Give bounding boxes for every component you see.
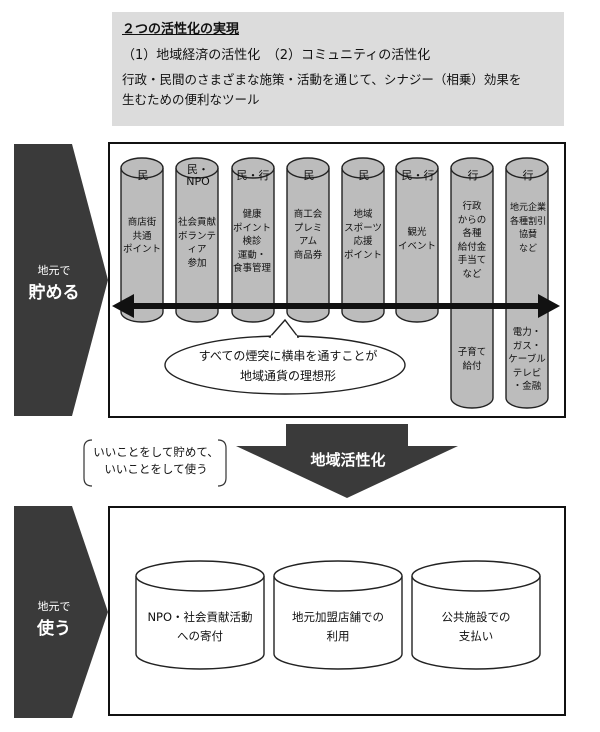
- header-box: ２つの活性化の実現 （1）地域経済の活性化 （2）コミュニティの活性化 行政・民…: [112, 12, 564, 126]
- pillar-3-type: 民・行: [236, 169, 270, 182]
- pillar-7-bottom-text: 子育て 給付: [457, 347, 487, 372]
- left-chevron-bottom: [14, 506, 108, 718]
- header-title: ２つの活性化の実現: [122, 22, 240, 37]
- pillar-8-text: 地元企業 各種割引 協賛 など: [509, 203, 546, 254]
- pillars-graphic: [112, 157, 560, 409]
- pillar-5-text: 地域 スポーツ 応援 ポイント: [343, 209, 382, 261]
- pillar-8-bottom-text: 電力・ ガス・ ケーブル テレビ ・金融: [508, 327, 546, 392]
- spending-panel: [108, 506, 566, 716]
- pillar-1-text: 商店街 共通 ポイント: [122, 217, 161, 255]
- down-arrow: [236, 424, 458, 498]
- pillar-4-type: 民: [303, 169, 315, 182]
- bubble-text: すべての煙突に横串を通すことが 地域通貨の理想形: [198, 349, 378, 383]
- cylinder-3-text: 公共施設での 支払い: [441, 610, 511, 643]
- pillar-7-type: 行: [467, 169, 479, 182]
- cylinder-2-text: 地元加盟店舗での 利用: [292, 610, 384, 643]
- pillar-8-type: 行: [522, 169, 534, 182]
- save-label-small: 地元で: [37, 264, 71, 277]
- header-subtitle: （1）地域経済の活性化 （2）コミュニティの活性化: [122, 48, 431, 63]
- pillar-7-text: 行政 からの 各種 給付金 手当て など: [457, 201, 487, 280]
- header-desc-line1: 行政・民間のさまざまな施策・活動を通じて、シナジー（相乗）効果を: [122, 72, 522, 87]
- pillar-3-text: 健康 ポイント 検診 運動・ 食事管理: [232, 209, 271, 274]
- save-label-big: 貯める: [28, 283, 80, 303]
- pillar-4-text: 商工会 プレミ アム 商品券: [293, 209, 323, 261]
- pillar-2-type: 民・ NPO: [186, 163, 210, 188]
- pillar-6-type: 民・行: [401, 169, 435, 182]
- left-chevron-top: [14, 144, 108, 416]
- savings-panel: [108, 142, 566, 418]
- use-label-big: 使う: [37, 619, 71, 639]
- use-label-small: 地元で: [37, 600, 71, 613]
- pillar-2-text: 社会貢献 ボランティア 参加: [177, 217, 216, 269]
- arrow-label: 地域活性化: [310, 451, 386, 469]
- pillar-1-type: 民: [137, 169, 149, 182]
- cylinders-graphic: [135, 560, 541, 670]
- quote-brackets: [83, 439, 227, 487]
- header-description: 行政・民間のさまざまな施策・活動を通じて、シナジー（相乗）効果を 生むための便利…: [122, 70, 562, 110]
- pillar-5-type: 民: [358, 169, 370, 182]
- speech-bubble: [164, 318, 406, 395]
- quote-text: いいことをして貯めて、 いいことをして使う: [93, 445, 219, 476]
- header-desc-line2: 生むための便利なツール: [122, 92, 260, 107]
- pillar-6-text: 観光 イベント: [397, 227, 436, 252]
- cylinder-1-text: NPO・社会貢献活動 への寄付: [147, 610, 253, 643]
